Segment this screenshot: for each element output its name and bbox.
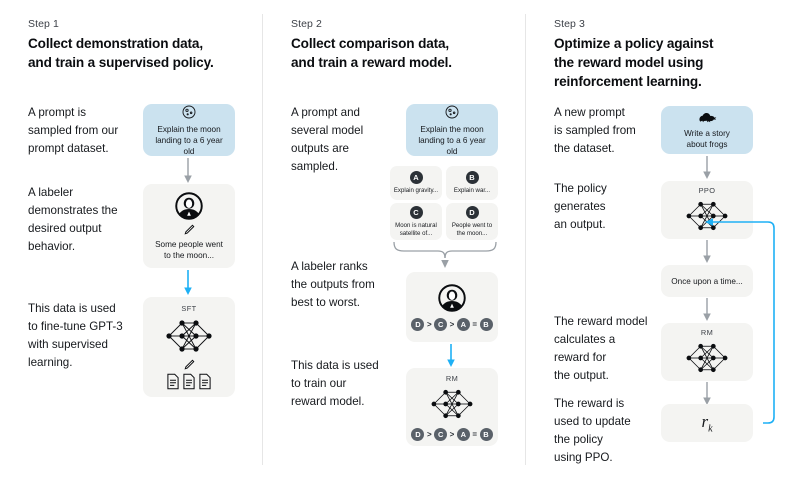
step-3-output-card[interactable]: Once upon a time... [661, 265, 753, 297]
rm-rank-op-3: = [472, 429, 477, 439]
rank-badge-1: D [411, 318, 425, 331]
step-2-ranking-row: D > C > A = B [411, 318, 493, 331]
option-text-a: Explain gravity... [393, 187, 439, 194]
step-1-paragraph-1: A prompt is sampled from our prompt data… [28, 106, 119, 155]
step-1-column: Step 1 Collect demonstration data, and t… [0, 0, 262, 479]
step-1-arrow-2 [181, 270, 195, 301]
rm-rank-badge-1: D [411, 427, 425, 441]
frog-icon [697, 110, 717, 124]
rm-rank-badge-3: A [456, 427, 470, 441]
step-2-paragraph-2: A labeler ranks the outputs from best to… [291, 260, 375, 309]
rm-rank-badge-4: B [479, 427, 493, 441]
step-2-merge-arrow [390, 241, 500, 276]
step-1-demonstration-text: Some people went to the moon... [155, 240, 223, 260]
step-2-output-option-d[interactable]: D People went to the moon... [446, 203, 498, 240]
step-2-arrow-blue [444, 344, 458, 373]
option-badge-c: C [409, 205, 423, 219]
neural-network-icon [682, 339, 732, 377]
step-2-ranking-card[interactable]: D > C > A = B [406, 272, 498, 342]
rank-badge-4: B [479, 318, 493, 331]
option-text-d: People went to the moon... [451, 221, 493, 237]
option-badge-d: D [465, 205, 479, 219]
rm-rank-op-1: > [426, 429, 432, 439]
step-3-paragraph-3: The reward model calculates a reward for… [554, 315, 648, 382]
step-1-sft-label: SFT [181, 304, 197, 313]
step-2-column: Step 2 Collect comparison data, and trai… [263, 0, 525, 479]
labeler-icon [437, 283, 467, 313]
step-3-prompt-text: Write a story about frogs [684, 129, 730, 149]
labeler-icon [174, 191, 204, 221]
step-1-paragraph-2: A labeler demonstrates the desired outpu… [28, 186, 118, 253]
step-3-feedback-loop-arrow [700, 206, 780, 431]
step-3-rm-label: RM [700, 327, 714, 337]
step-1-paragraph-3: This data is used to fine-tune GPT-3 wit… [28, 302, 123, 369]
rank-op-1: > [426, 320, 432, 329]
moon-icon [181, 104, 197, 120]
rank-badge-3: A [456, 318, 470, 331]
step-2-output-option-a[interactable]: A Explain gravity... [390, 166, 442, 200]
step-2-reward-model-card[interactable]: RM D [406, 368, 498, 446]
step-1-arrow-1 [181, 158, 195, 189]
step-3-column: Step 3 Optimize a policy against the rew… [526, 0, 788, 479]
rank-badge-2: C [434, 318, 448, 331]
neural-network-icon [427, 385, 477, 423]
step-2-output-option-b[interactable]: B Explain war... [446, 166, 498, 200]
step-2-title: Collect comparison data, and train a rew… [291, 36, 452, 70]
step-3-reward-card[interactable]: rk [661, 404, 753, 442]
step-2-label: Step 2 [291, 18, 322, 30]
option-badge-b: B [465, 171, 479, 184]
column-divider-2 [525, 14, 526, 465]
step-3-reward-value: rk [701, 411, 713, 435]
step-1-demonstration-card[interactable]: Some people went to the moon... [143, 184, 235, 268]
step-3-arrow-3 [700, 298, 714, 327]
option-text-b: Explain war... [453, 187, 491, 194]
step-3-arrow-1 [700, 156, 714, 185]
documents-icon [166, 373, 212, 390]
step-1-title: Collect demonstration data, and train a … [28, 36, 214, 70]
step-3-arrow-2 [700, 240, 714, 269]
moon-icon [444, 104, 460, 120]
pencil-icon [183, 358, 196, 371]
step-1-sft-card[interactable]: SFT [143, 297, 235, 397]
step-3-ppo-label: PPO [698, 185, 716, 195]
step-1-prompt-text: Explain the moon landing to a 6 year old [155, 124, 223, 156]
step-3-arrow-4 [700, 382, 714, 411]
step-1-label: Step 1 [28, 18, 59, 30]
rank-op-3: = [472, 320, 477, 329]
step-3-title: Optimize a policy against the reward mod… [554, 36, 714, 89]
step-2-output-option-c[interactable]: C Moon is natural satellite of... [390, 203, 442, 240]
option-text-c: Moon is natural satellite of... [395, 221, 437, 237]
rm-rank-op-2: > [449, 429, 455, 439]
step-3-paragraph-4: The reward is used to update the policy … [554, 397, 631, 464]
step-2-rm-ranking-row: D > C > A = B [411, 427, 493, 441]
rank-op-2: > [449, 320, 455, 329]
step-2-paragraph-1: A prompt and several model outputs are s… [291, 106, 364, 173]
step-3-policy-card[interactable]: PPO [661, 181, 753, 239]
step-3-paragraph-2: The policy generates an output. [554, 182, 607, 231]
step-2-rm-label: RM [445, 373, 459, 383]
option-badge-a: A [409, 171, 423, 184]
step-2-prompt-text: Explain the moon landing to a 6 year old [418, 124, 486, 156]
step-3-paragraph-1: A new prompt is sampled from the dataset… [554, 106, 636, 155]
step-3-label: Step 3 [554, 18, 585, 30]
column-divider-1 [262, 14, 263, 465]
pencil-icon [183, 223, 196, 236]
neural-network-icon [162, 315, 216, 357]
step-2-prompt-card[interactable]: Explain the moon landing to a 6 year old [406, 104, 498, 156]
neural-network-icon [682, 197, 732, 235]
step-3-reward-model-card[interactable]: RM [661, 323, 753, 381]
step-1-prompt-card[interactable]: Explain the moon landing to a 6 year old [143, 104, 235, 156]
step-2-paragraph-3: This data is used to train our reward mo… [291, 359, 379, 408]
step-3-prompt-card[interactable]: Write a story about frogs [661, 106, 753, 154]
step-3-output-text: Once upon a time... [671, 276, 743, 286]
rm-rank-badge-2: C [434, 427, 448, 441]
